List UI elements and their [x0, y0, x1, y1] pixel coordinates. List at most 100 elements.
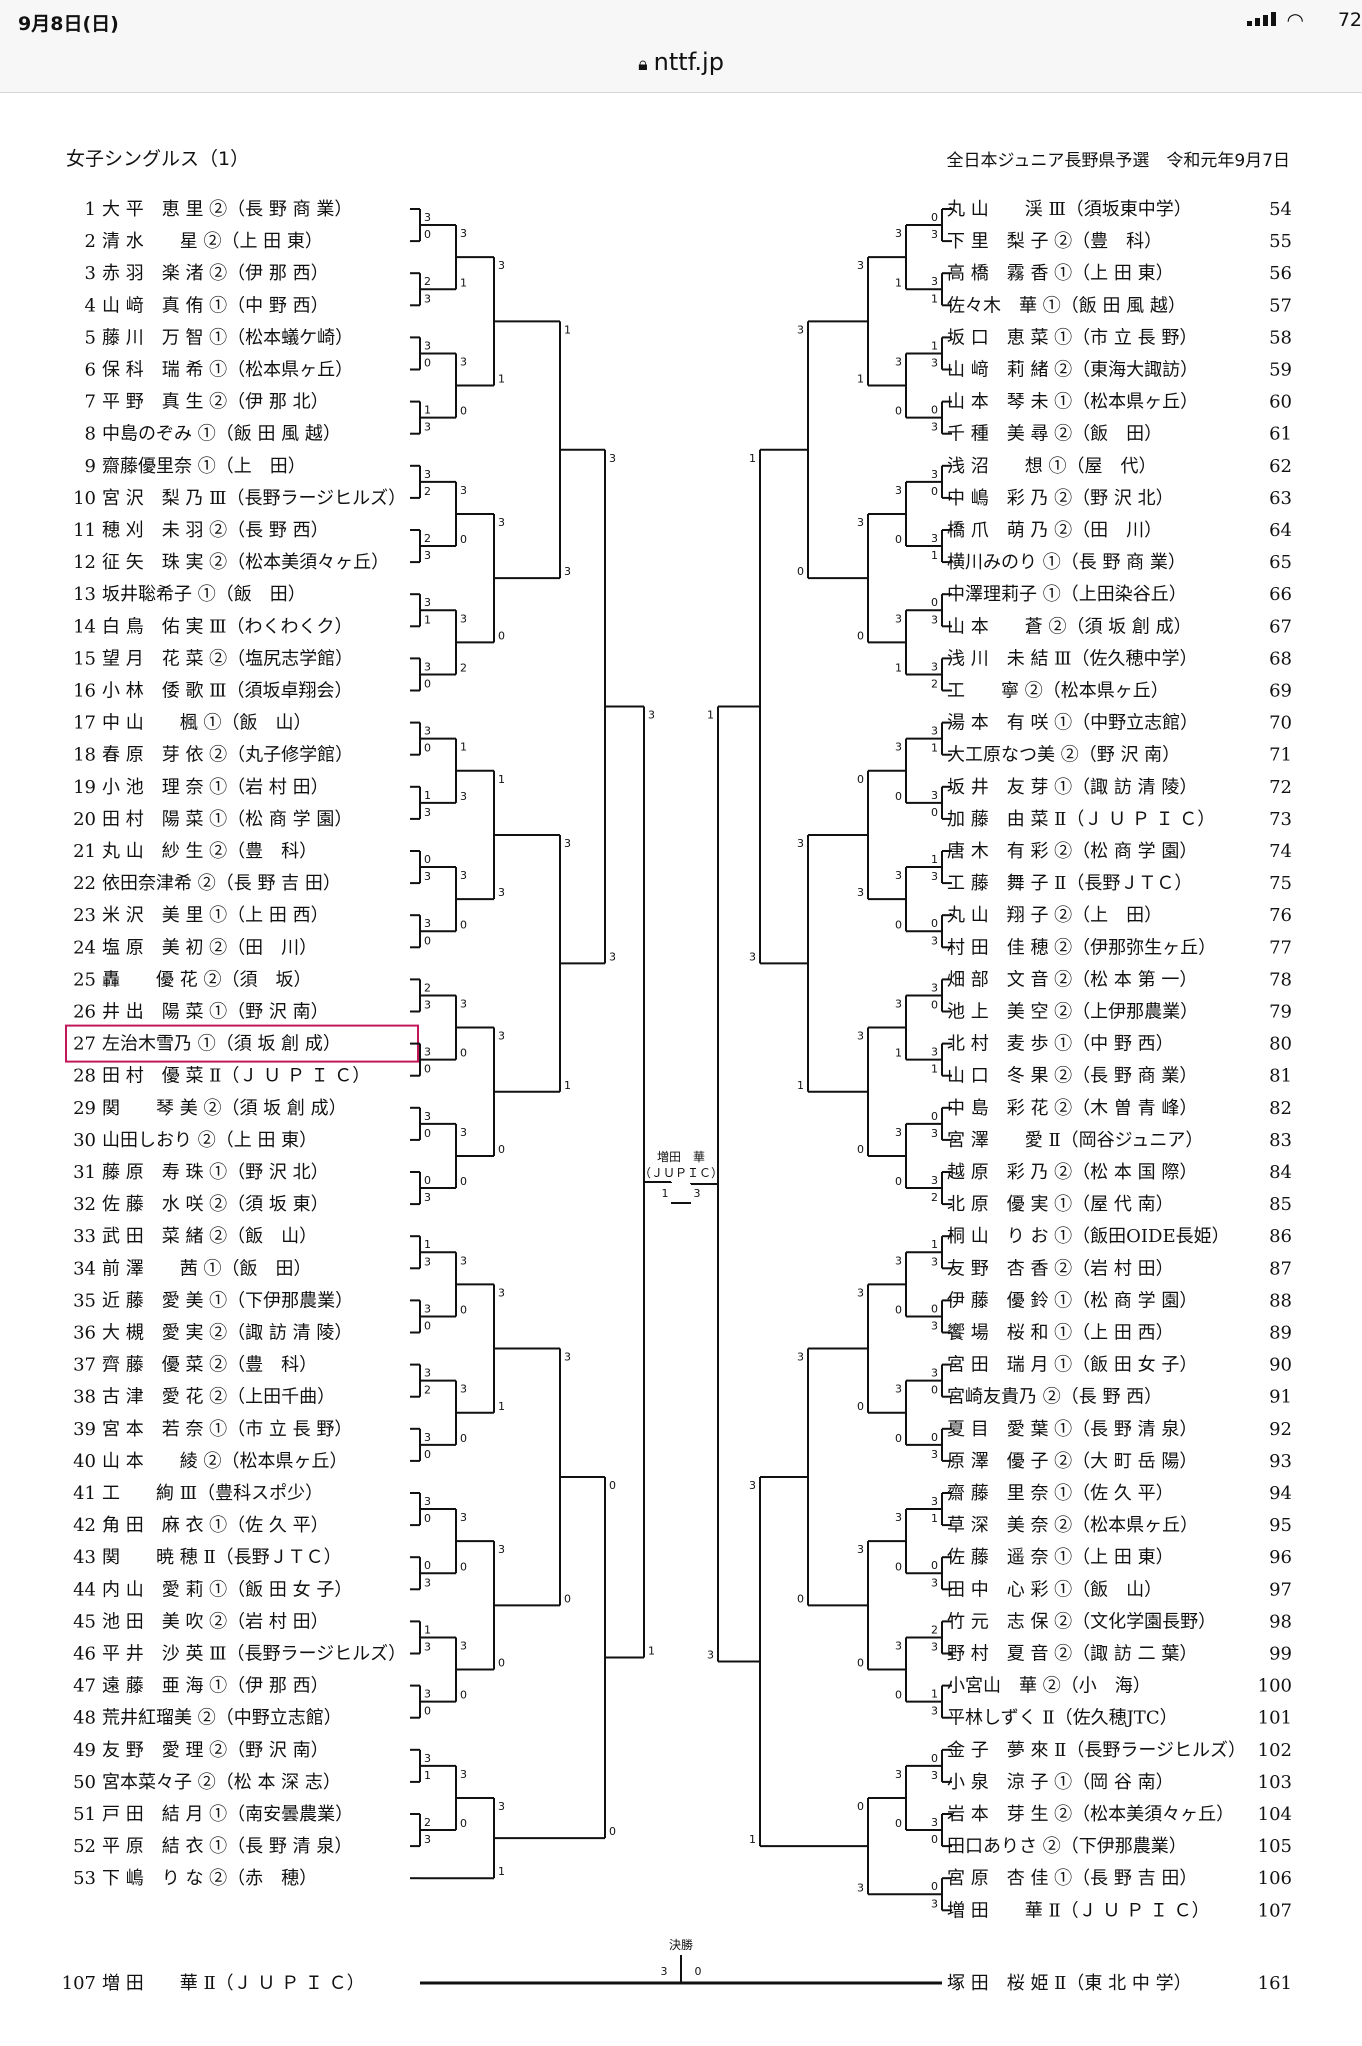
match-score: 2	[424, 275, 431, 288]
player-entry: 加 藤 由 菜 Ⅱ（Ｊ Ｕ Ｐ Ｉ Ｃ）	[947, 809, 1215, 830]
match-score: 0	[460, 405, 467, 418]
player-number: 23	[73, 905, 96, 926]
player-entry: 宮 澤 愛 Ⅱ（岡谷ジュニア）	[947, 1130, 1203, 1151]
player-entry: 伊 藤 優 鈴 ①（松 商 学 園）	[947, 1290, 1197, 1311]
match-score: 0	[895, 405, 902, 418]
player-entry: 丸 山 渓 Ⅲ（須坂東中学）	[947, 199, 1192, 220]
player-entry: 田 村 優 菜 Ⅱ（Ｊ Ｕ Ｐ Ｉ Ｃ）	[102, 1066, 370, 1087]
match-score: 3	[931, 1897, 938, 1910]
player-entry: 保 科 瑞 希 ①（松本県ヶ丘）	[102, 360, 353, 381]
match-score: 3	[460, 1254, 467, 1267]
player-entry: 赤 羽 楽 渚 ②（伊 那 西）	[102, 263, 329, 284]
match-score: 3	[424, 1576, 431, 1589]
match-score: 3	[424, 660, 431, 673]
player-number: 54	[1269, 199, 1292, 220]
match-score: 0	[895, 1817, 902, 1830]
match-score: 3	[931, 660, 938, 673]
match-score: 3	[424, 1191, 431, 1204]
player-entry: 池 田 美 吹 ②（岩 村 田）	[102, 1611, 329, 1632]
player-number: 60	[1269, 392, 1292, 413]
player-number: 1	[85, 199, 96, 220]
match-score: 3	[931, 1769, 938, 1782]
match-score: 3	[895, 997, 902, 1010]
final-left-score: 3	[661, 1965, 668, 1978]
match-score: 0	[424, 853, 431, 866]
match-score: 3	[460, 612, 467, 625]
player-entry: 丸 山 紗 生 ②（豊 科）	[102, 841, 317, 862]
match-score: 1	[564, 323, 571, 336]
match-score: 3	[895, 869, 902, 882]
player-number: 79	[1269, 1002, 1292, 1023]
match-score: 0	[895, 533, 902, 546]
player-number: 77	[1269, 937, 1292, 958]
match-score: 0	[931, 1752, 938, 1765]
player-number: 107	[1258, 1900, 1292, 1921]
player-entry: 草 深 美 奈 ②（松本県ヶ丘）	[947, 1515, 1198, 1536]
match-score: 0	[498, 1143, 505, 1156]
match-score: 3	[424, 870, 431, 883]
match-score: 3	[424, 1752, 431, 1765]
player-entry: 武 田 菜 緒 ②（飯 山）	[102, 1226, 317, 1247]
player-number: 20	[73, 809, 96, 830]
match-score: 3	[460, 1511, 467, 1524]
player-number: 72	[1269, 777, 1292, 798]
url-text[interactable]: 🔒︎nttf.jp	[638, 48, 724, 76]
match-score: 3	[498, 1800, 505, 1813]
match-score: 3	[895, 741, 902, 754]
match-score: 3	[498, 1030, 505, 1043]
player-entry: 下 里 梨 子 ②（豊 科）	[947, 231, 1162, 252]
final-left-entry: 増 田 華 Ⅱ（Ｊ Ｕ Ｐ Ｉ Ｃ）	[102, 1973, 365, 1994]
match-score: 3	[424, 339, 431, 352]
match-score: 3	[895, 355, 902, 368]
match-score: 0	[424, 678, 431, 691]
player-entry: 古 津 愛 花 ②（上田千曲）	[102, 1387, 335, 1408]
player-entry: 関 暁 穂 Ⅱ（長野ＪＴＣ）	[102, 1547, 342, 1568]
player-entry: 前 澤 茜 ①（飯 田）	[102, 1258, 311, 1279]
player-entry: 友 野 愛 理 ②（野 沢 南）	[102, 1740, 329, 1761]
player-number: 50	[73, 1772, 96, 1793]
player-number: 40	[73, 1451, 96, 1472]
player-entry: 齊 藤 優 菜 ②（豊 科）	[102, 1355, 317, 1376]
player-number: 44	[73, 1579, 96, 1600]
player-number: 58	[1269, 327, 1292, 348]
final-right-score: 0	[695, 1965, 702, 1978]
match-score: 3	[931, 1320, 938, 1333]
wifi-icon: ◠	[1286, 8, 1304, 32]
match-score: 3	[609, 452, 616, 465]
player-entry: 依田奈津希 ②（長 野 吉 田）	[102, 873, 341, 894]
player-entry: 宮 原 杏 佳 ①（長 野 吉 田）	[947, 1868, 1197, 1889]
match-score: 0	[460, 1175, 467, 1188]
player-entry: 山 﨑 真 侑 ①（中 野 西）	[102, 295, 329, 316]
match-score: 3	[895, 1639, 902, 1652]
match-score: 0	[609, 1825, 616, 1838]
match-score: 3	[857, 516, 864, 529]
match-score: 0	[931, 1384, 938, 1397]
match-score: 1	[648, 1645, 655, 1658]
match-score: 1	[931, 1238, 938, 1251]
player-entry: 北 原 優 実 ①（屋 代 南）	[947, 1194, 1174, 1215]
player-entry: 望 月 花 菜 ②（塩尻志学館）	[102, 648, 353, 669]
player-entry: 竹 元 志 保 ②（文化学園長野）	[947, 1611, 1216, 1632]
match-score: 3	[424, 1641, 431, 1654]
match-score: 1	[749, 1833, 756, 1846]
match-score: 3	[460, 790, 467, 803]
match-score: 1	[931, 339, 938, 352]
player-number: 71	[1269, 745, 1292, 766]
player-entry: 畑 部 文 音 ②（松 本 第 一）	[947, 969, 1197, 990]
address-bar[interactable]: 🔒︎nttf.jp	[0, 42, 1362, 93]
player-entry: 池 上 美 空 ②（上伊那農業）	[947, 1002, 1198, 1023]
player-number: 22	[73, 873, 96, 894]
player-number: 10	[73, 488, 96, 509]
player-number: 2	[85, 231, 96, 252]
match-score: 1	[424, 1623, 431, 1636]
match-score: 3	[460, 227, 467, 240]
player-entry: 坂井聡希子 ①（飯 田）	[102, 584, 306, 605]
match-score: 2	[424, 532, 431, 545]
player-entry: 田口ありさ ②（下伊那農業）	[947, 1836, 1187, 1857]
match-score: 3	[424, 1688, 431, 1701]
match-score: 3	[749, 1479, 756, 1492]
match-score: 2	[424, 1816, 431, 1829]
player-number: 18	[73, 745, 96, 766]
match-score: 0	[931, 1302, 938, 1315]
match-score: 3	[857, 1286, 864, 1299]
